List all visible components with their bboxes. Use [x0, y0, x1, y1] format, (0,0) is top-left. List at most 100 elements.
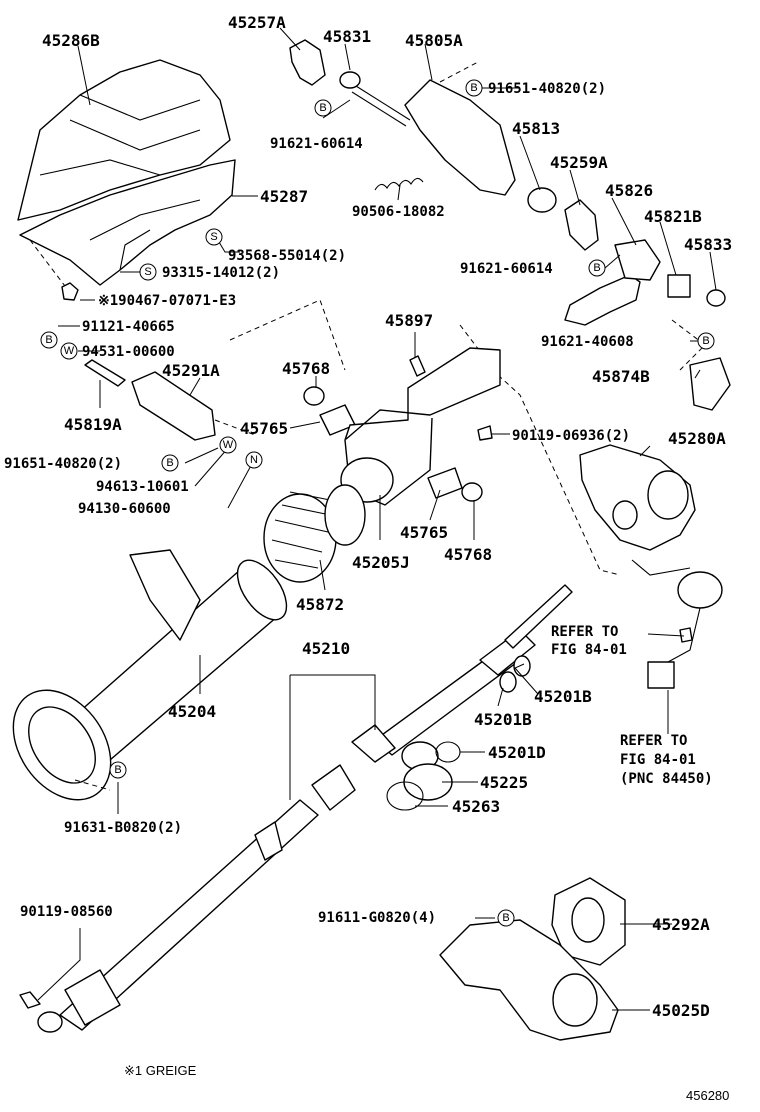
- svg-text:B: B: [593, 262, 600, 274]
- label-45768-a: 45768: [282, 359, 330, 378]
- marker-b-4: B: [40, 331, 58, 349]
- clip-190467-shape: [61, 282, 79, 301]
- svg-text:B: B: [166, 457, 173, 469]
- part-45765-b-shape: [427, 467, 463, 499]
- part-45826-pawl: [614, 239, 661, 281]
- label-45287: 45287: [260, 187, 308, 206]
- label-91651-40820-a: 91651-40820(2): [488, 81, 606, 97]
- label-45201d: 45201D: [488, 743, 546, 762]
- label-45292a: 45292A: [652, 915, 710, 934]
- label-45833: 45833: [684, 235, 732, 254]
- label-45286b: 45286B: [42, 31, 100, 50]
- marker-n-1: N: [245, 451, 263, 469]
- part-ignition-switch: [631, 559, 723, 689]
- label-45872: 45872: [296, 595, 344, 614]
- label-45819a: 45819A: [64, 415, 122, 434]
- marker-b-2: B: [314, 99, 332, 117]
- label-45874b: 45874B: [592, 367, 650, 386]
- part-45201b-a-shape: [499, 671, 517, 693]
- part-45768-a-shape: [303, 386, 325, 406]
- label-93568-55014: 93568-55014(2): [228, 248, 346, 264]
- part-90119-06936-screw: [477, 425, 493, 441]
- part-45831-shape: [339, 71, 411, 127]
- marker-w-1: W: [60, 342, 78, 360]
- part-90506-spring: [374, 177, 424, 191]
- label-93315-14012: 93315-14012(2): [162, 265, 280, 281]
- label-45280a: 45280A: [668, 429, 726, 448]
- part-45826-lever: [564, 274, 641, 326]
- label-45210: 45210: [302, 639, 350, 658]
- label-45263: 45263: [452, 797, 500, 816]
- svg-text:S: S: [144, 266, 151, 278]
- label-45765-b: 45765: [400, 523, 448, 542]
- label-refer-2-line-3: (PNC 84450): [620, 771, 713, 787]
- marker-b-6: B: [161, 454, 179, 472]
- label-94130-60600: 94130-60600: [78, 501, 171, 517]
- label-45826: 45826: [605, 181, 653, 200]
- part-45874b-shape: [689, 357, 731, 411]
- svg-text:W: W: [64, 345, 75, 357]
- label-refer-1-line-1: REFER TO: [551, 624, 618, 640]
- svg-text:B: B: [470, 82, 477, 94]
- part-45813-shape: [527, 187, 557, 213]
- label-45765-a: 45765: [240, 419, 288, 438]
- part-45201d-ring: [435, 741, 461, 763]
- part-45291a-bracket: [131, 371, 216, 441]
- part-45204-tube: [12, 549, 288, 801]
- label-45201b-a: 45201B: [534, 687, 592, 706]
- label-45205j: 45205J: [352, 553, 410, 572]
- part-45259a-shape: [564, 199, 599, 251]
- svg-text:S: S: [210, 231, 217, 243]
- part-45280a-housing: [579, 444, 696, 551]
- label-45291a: 45291A: [162, 361, 220, 380]
- label-45201b-b: 45201B: [474, 710, 532, 729]
- label-45897: 45897: [385, 311, 433, 330]
- label-refer-2-line-1: REFER TO: [620, 733, 687, 749]
- marker-b-1: B: [465, 79, 483, 97]
- label-90506-18082: 90506-18082: [352, 204, 445, 220]
- svg-text:B: B: [114, 764, 121, 776]
- label-91651-40820-b: 91651-40820(2): [4, 456, 122, 472]
- label-refer-1-line-2: FIG 84-01: [551, 642, 627, 658]
- marker-s-1: S: [205, 228, 223, 246]
- label-45225: 45225: [480, 773, 528, 792]
- part-45872-boot: [263, 484, 366, 583]
- svg-text:N: N: [250, 454, 258, 466]
- label-91621-60614-a: 91621-60614: [270, 136, 363, 152]
- footnote: ※1 GREIGE: [124, 1063, 197, 1078]
- label-45768-b: 45768: [444, 545, 492, 564]
- part-45201b-b-shape: [513, 655, 531, 677]
- part-45819a-pin: [84, 359, 126, 387]
- label-45204: 45204: [168, 702, 216, 721]
- part-90119-08560-bolt: [19, 991, 41, 1009]
- label-45025d: 45025D: [652, 1001, 710, 1020]
- part-45210-shaft: [37, 584, 573, 1033]
- part-45768-b-shape: [461, 482, 483, 502]
- svg-text:B: B: [502, 912, 509, 924]
- svg-text:B: B: [702, 335, 709, 347]
- part-45897-bolt: [409, 355, 426, 377]
- label-90119-06936: 90119-06936(2): [512, 428, 630, 444]
- svg-text:W: W: [223, 439, 234, 451]
- marker-b-5: B: [697, 332, 715, 350]
- svg-text:B: B: [45, 334, 52, 346]
- marker-b-7: B: [109, 761, 127, 779]
- label-91621-40608: 91621-40608: [541, 334, 634, 350]
- label-91631-b0820: 91631-B0820(2): [64, 820, 182, 836]
- label-refer-2-line-2: FIG 84-01: [620, 752, 696, 768]
- part-45287-lower-cover: [19, 159, 236, 286]
- label-94531-00600: 94531-00600: [82, 344, 175, 360]
- figure-number: 456280: [686, 1088, 729, 1103]
- label-94613-10601: 94613-10601: [96, 479, 189, 495]
- part-45257a-shape: [289, 39, 326, 86]
- marker-b-8: B: [497, 909, 515, 927]
- part-45286b-upper-cover: [17, 59, 231, 221]
- marker-w-2: W: [219, 436, 237, 454]
- label-91121-40665: 91121-40665: [82, 319, 175, 335]
- label-91611-g0820: 91611-G0820(4): [318, 910, 436, 926]
- label-45821b: 45821B: [644, 207, 702, 226]
- label-90119-08560: 90119-08560: [20, 904, 113, 920]
- part-45821b-shape: [667, 274, 691, 298]
- marker-s-2: S: [139, 263, 157, 281]
